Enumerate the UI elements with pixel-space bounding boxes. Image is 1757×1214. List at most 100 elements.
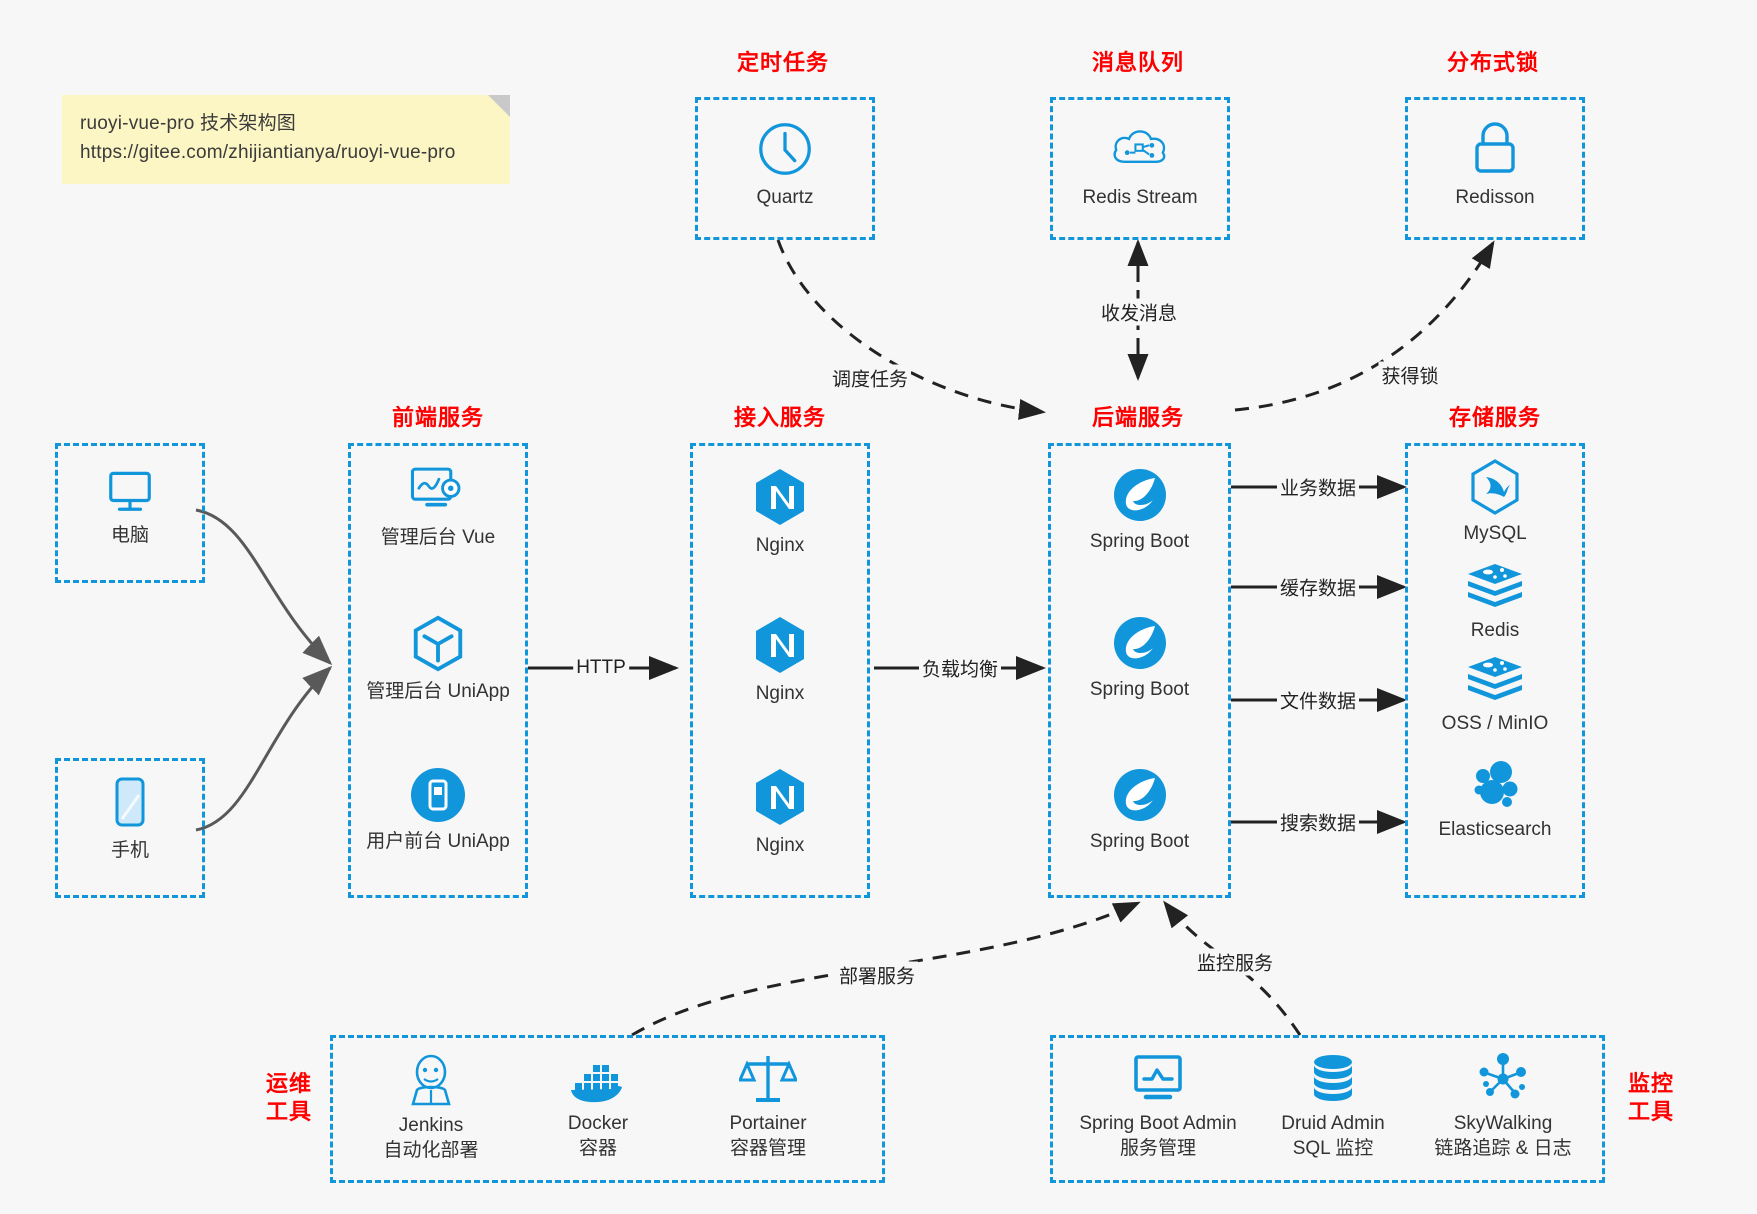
node-jenkins[interactable]: Jenkins 自动化部署 (351, 1052, 511, 1163)
note-title: ruoyi-vue-pro 技术架构图 (80, 113, 297, 134)
monitor-title-line1: 监控 (1627, 1071, 1674, 1096)
group-lock: Redisson (1405, 97, 1585, 240)
group-mq: Redis Stream (1050, 97, 1230, 240)
jenkins-butler-icon (411, 1054, 451, 1106)
node-label: Docker (567, 1113, 629, 1134)
nginx-icon (756, 469, 804, 525)
edge-label-load-balance: 负载均衡 (918, 654, 1002, 682)
edge-label-file-data: 文件数据 (1276, 686, 1360, 714)
group-title-scheduler: 定时任务 (736, 50, 829, 75)
edge-label-monitor-service: 监控服务 (1193, 948, 1277, 976)
node-sublabel: 链路追踪 & 日志 (1434, 1137, 1572, 1159)
edge-label-business-data: 业务数据 (1276, 473, 1360, 501)
group-devops: Jenkins 自动化部署 Docker 容器 (330, 1035, 885, 1183)
lock-icon (1475, 122, 1515, 173)
spring-leaf-icon (1113, 469, 1166, 521)
group-storage: MySQL Redis OS (1405, 443, 1585, 898)
node-nginx-3[interactable]: Nginx (693, 766, 867, 859)
group-title-gateway: 接入服务 (733, 405, 826, 430)
node-nginx-2[interactable]: Nginx (693, 614, 867, 707)
app-circle-icon (411, 768, 465, 822)
node-redisson[interactable]: Redisson (1408, 118, 1582, 211)
node-label: Spring Boot (1089, 831, 1190, 852)
node-user-uniapp[interactable]: 用户前台 UniApp (351, 766, 525, 855)
skywalking-node-icon (1479, 1053, 1526, 1099)
devops-title-line2: 工具 (265, 1098, 312, 1124)
node-label: Redis (1470, 620, 1520, 641)
desktop-icon (109, 471, 151, 511)
group-computer: 电脑 (55, 443, 205, 583)
node-sublabel: 服务管理 (1119, 1137, 1196, 1159)
node-label: 管理后台 UniApp (366, 681, 510, 702)
node-label: 手机 (110, 840, 149, 861)
node-mysql[interactable]: MySQL (1408, 458, 1582, 547)
node-admin-uniapp[interactable]: 管理后台 UniApp (351, 614, 525, 705)
node-redis-stream[interactable]: Redis Stream (1053, 118, 1227, 211)
edge-label-search-data: 搜索数据 (1276, 808, 1360, 836)
node-label: Jenkins (398, 1115, 464, 1136)
monitor-title-line2: 工具 (1627, 1098, 1674, 1124)
group-phone: 手机 (55, 758, 205, 898)
group-title-frontend: 前端服务 (391, 405, 484, 430)
sticky-note: ruoyi-vue-pro 技术架构图 https://gitee.com/zh… (62, 95, 510, 184)
edge-label-schedule-task: 调度任务 (828, 364, 912, 392)
group-title-storage: 存储服务 (1448, 405, 1541, 430)
node-phone[interactable]: 手机 (58, 775, 202, 864)
node-sublabel: 自动化部署 (383, 1139, 479, 1161)
mysql-dolphin-icon (1471, 459, 1519, 515)
node-label: Nginx (755, 835, 805, 856)
node-label: 电脑 (110, 525, 149, 546)
node-label: Redisson (1455, 187, 1535, 208)
node-elasticsearch[interactable]: Elasticsearch (1408, 758, 1582, 843)
node-admin-vue[interactable]: 管理后台 Vue (351, 462, 525, 551)
node-nginx-1[interactable]: Nginx (693, 466, 867, 559)
redis-stack-icon (1468, 657, 1522, 700)
node-sublabel: 容器管理 (729, 1137, 806, 1159)
devops-title-line1: 运维 (265, 1071, 312, 1096)
node-sublabel: 容器 (578, 1137, 617, 1159)
elasticsearch-icon (1474, 761, 1518, 807)
group-scheduler: Quartz (695, 97, 875, 240)
edge-label-cache-data: 缓存数据 (1276, 573, 1360, 601)
mobile-icon (115, 777, 145, 827)
node-label: Nginx (755, 683, 805, 704)
group-title-mq: 消息队列 (1091, 50, 1184, 75)
node-label: OSS / MinIO (1441, 713, 1549, 734)
scales-icon (739, 1056, 797, 1102)
docker-whale-icon (571, 1065, 622, 1103)
node-spring-boot-2[interactable]: Spring Boot (1051, 614, 1228, 703)
node-spring-boot-3[interactable]: Spring Boot (1051, 766, 1228, 855)
node-druid-admin[interactable]: Druid Admin SQL 监控 (1253, 1052, 1413, 1161)
node-label: Spring Boot (1089, 679, 1190, 700)
node-label: Quartz (756, 187, 814, 208)
node-redis[interactable]: Redis (1408, 561, 1582, 644)
node-label: Elasticsearch (1438, 819, 1552, 840)
node-spring-boot-1[interactable]: Spring Boot (1051, 466, 1228, 555)
node-label: Spring Boot Admin (1079, 1113, 1237, 1134)
node-label: Portainer (729, 1113, 807, 1134)
node-docker[interactable]: Docker 容器 (518, 1056, 678, 1161)
node-skywalking[interactable]: SkyWalking 链路追踪 & 日志 (1403, 1052, 1603, 1161)
nginx-icon (756, 769, 804, 825)
group-title-backend: 后端服务 (1091, 405, 1184, 430)
node-quartz[interactable]: Quartz (698, 118, 872, 211)
group-gateway: Nginx Nginx Nginx (690, 443, 870, 898)
uniapp-cube-icon (413, 615, 463, 672)
node-label: Nginx (755, 535, 805, 556)
node-portainer[interactable]: Portainer 容器管理 (683, 1052, 853, 1161)
edge-label-deploy-service: 部署服务 (835, 961, 919, 989)
group-monitor: Spring Boot Admin 服务管理 Druid Admin SQL 监… (1050, 1035, 1605, 1183)
node-computer[interactable]: 电脑 (58, 462, 202, 549)
node-label: 用户前台 UniApp (366, 831, 510, 852)
node-label: 管理后台 Vue (380, 527, 496, 548)
node-oss-minio[interactable]: OSS / MinIO (1408, 654, 1582, 737)
node-label: SkyWalking (1453, 1113, 1553, 1134)
note-url: https://gitee.com/zhijiantianya/ruoyi-vu… (80, 142, 456, 164)
edge-label-acquire-lock: 获得锁 (1378, 361, 1442, 389)
node-label: MySQL (1463, 523, 1527, 544)
database-icon (1314, 1055, 1352, 1101)
cloud-stream-icon (1113, 130, 1166, 163)
node-spring-boot-admin[interactable]: Spring Boot Admin 服务管理 (1058, 1052, 1258, 1161)
spring-leaf-icon (1113, 617, 1166, 669)
